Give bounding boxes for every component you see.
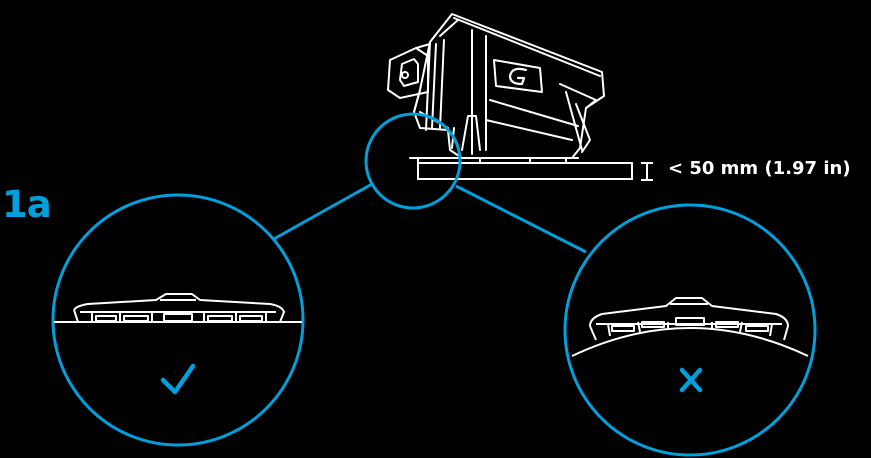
desk-surface: [418, 163, 632, 179]
zoom-view-curved-surface: [565, 205, 815, 455]
zoom-circle-right: [565, 205, 815, 455]
logitech-g-logo-icon: [494, 60, 542, 92]
device-side-view: [388, 14, 604, 162]
height-limit-label: < 50 mm (1.97 in): [668, 160, 851, 178]
zoom-view-flat-surface: [53, 195, 303, 445]
height-dimension-marker: [641, 163, 653, 180]
zoom-source-circle: [366, 114, 460, 208]
step-label: 1a: [2, 186, 51, 223]
callout-line-right: [456, 186, 586, 252]
callout-line-left: [272, 184, 372, 240]
